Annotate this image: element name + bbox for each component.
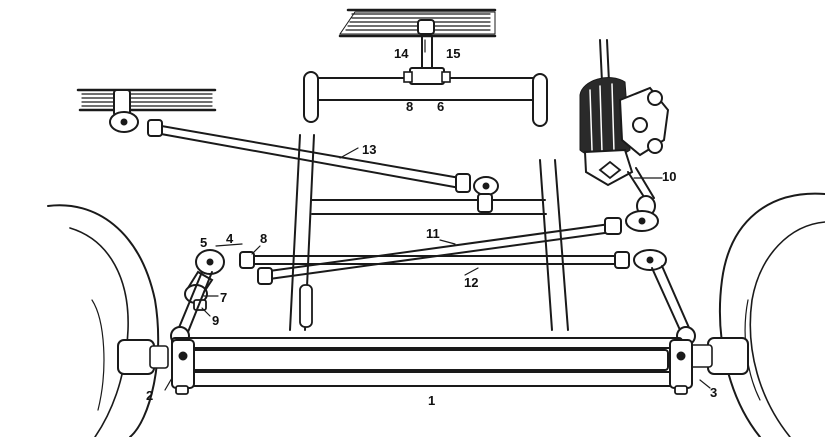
callout-9: 9 <box>212 313 219 328</box>
shock-absorber <box>299 284 313 328</box>
callout-15: 15 <box>446 46 460 61</box>
steering-gear <box>579 39 670 217</box>
callout-2: 2 <box>146 388 153 403</box>
callout-5: 5 <box>200 235 207 250</box>
left-hub <box>117 339 155 375</box>
callout-8a: 8 <box>406 99 413 114</box>
front-axle <box>171 337 693 395</box>
callout-7: 7 <box>220 290 227 305</box>
right-steering-arm <box>651 265 696 346</box>
frame <box>289 71 569 331</box>
callout-4: 4 <box>226 231 234 246</box>
callout-1: 1 <box>428 393 435 408</box>
callout-10: 10 <box>662 169 676 184</box>
callout-12: 12 <box>464 275 478 290</box>
upper-bracket <box>338 8 497 85</box>
left-wheel <box>47 204 169 437</box>
leader-lines <box>164 39 711 391</box>
rod-11 <box>257 210 659 285</box>
callout-14: 14 <box>394 46 409 61</box>
rod-12 <box>239 249 667 271</box>
callout-13: 13 <box>362 142 376 157</box>
callouts: 1 2 3 4 5 6 7 8 8 9 10 11 12 13 14 15 <box>146 46 717 408</box>
callout-3: 3 <box>710 385 717 400</box>
callout-8b: 8 <box>260 231 267 246</box>
callout-11: 11 <box>426 226 440 241</box>
drag-link <box>109 111 499 213</box>
right-wheel <box>689 192 825 437</box>
callout-6: 6 <box>437 99 444 114</box>
right-hub <box>707 337 749 375</box>
left-frame-rail <box>76 88 217 117</box>
